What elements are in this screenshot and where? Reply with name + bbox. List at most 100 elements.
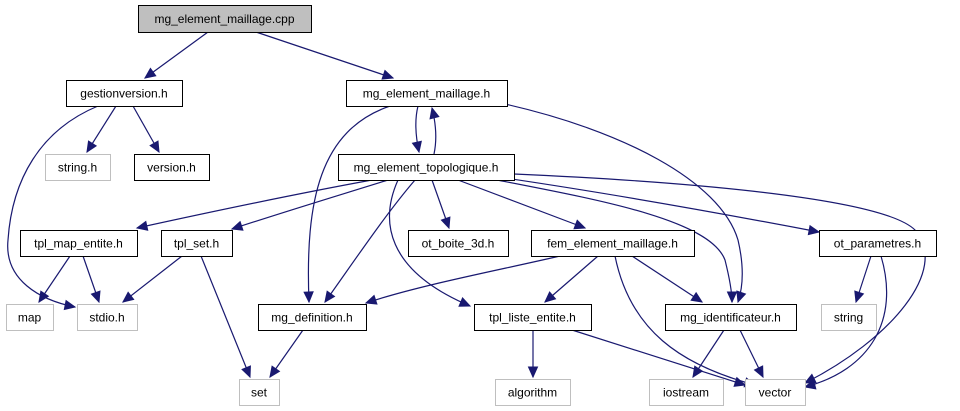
edge-ot-parametres-h-to-vector (803, 255, 888, 390)
node-mg-definition-h[interactable]: mg_definition.h (258, 304, 367, 331)
edge-mg-element-topologique-h-to-tpl-set-h (230, 179, 389, 231)
edge-mg-element-maillage-cpp-to-mg-element-maillage-h (255, 31, 395, 80)
node-mg-element-maillage-cpp[interactable]: mg_element_maillage.cpp (138, 5, 312, 33)
edge-mg-element-topologique-h-to-mg-definition-h (324, 179, 416, 303)
node-label: string (834, 311, 863, 325)
node-box (138, 5, 312, 33)
node-tpl-map-entite-h[interactable]: tpl_map_entite.h (20, 230, 138, 257)
node-label: tpl_map_entite.h (34, 237, 123, 251)
node-box (77, 304, 138, 331)
edge-line (504, 103, 743, 303)
arrowhead-icon (149, 140, 160, 154)
arrowhead-icon (527, 366, 539, 379)
edge-mg-element-topologique-h-to-fem-element-maillage-h (457, 179, 587, 230)
arrowhead-icon (364, 294, 378, 305)
node-box (134, 154, 210, 181)
edge-line (200, 255, 251, 378)
edge-mg-element-topologique-h-to-mg-identificateur-h (496, 179, 738, 304)
arrowhead-icon (411, 140, 422, 154)
node-box (819, 230, 937, 257)
edge-mg-element-maillage-h-to-mg-element-topologique-h (411, 105, 422, 154)
edge-line (513, 173, 926, 384)
edge-mg-definition-h-to-set (269, 329, 304, 378)
node-label: tpl_liste_entite.h (489, 311, 576, 325)
node-label: map (18, 311, 42, 325)
edge-tpl-liste-entite-h-to-vector (571, 329, 747, 387)
node-box (20, 230, 138, 257)
edge-mg-element-maillage-h-to-mg-identificateur-h (504, 103, 747, 304)
edge-mg-element-topologique-h-to-tpl-liste-entite-h (388, 179, 472, 307)
edge-gestionversion-h-to-stdio-h (7, 105, 99, 311)
node-box (649, 379, 724, 406)
edge-tpl-set-h-to-stdio-h (122, 255, 183, 303)
node-box (821, 304, 877, 331)
node-box (45, 154, 111, 181)
node-label: set (251, 386, 268, 400)
node-label: stdio.h (89, 311, 124, 325)
edge-line (144, 31, 209, 79)
edge-line (255, 31, 394, 79)
edge-tpl-map-entite-h-to-map (38, 255, 71, 304)
node-box (161, 230, 233, 257)
arrowhead-icon (122, 291, 135, 303)
arrowhead-icon (736, 290, 747, 304)
edge-line (231, 179, 389, 230)
edge-tpl-map-entite-h-to-stdio-h (82, 255, 101, 304)
edge-line (631, 255, 703, 303)
edge-mg-element-topologique-h-to-tpl-map-entite-h (135, 179, 373, 231)
node-box (745, 379, 806, 406)
node-label: mg_identificateur.h (680, 311, 781, 325)
arrowhead-icon (269, 365, 281, 378)
node-label: ot_boite_3d.h (422, 237, 495, 251)
edge-mg-element-maillage-cpp-to-gestionversion-h (144, 31, 209, 79)
edge-line (544, 255, 599, 303)
edge-line (457, 179, 586, 229)
node-box (531, 230, 695, 257)
node-box (495, 379, 571, 406)
node-mg-element-maillage-h[interactable]: mg_element_maillage.h (346, 80, 508, 107)
arrowhead-icon (429, 106, 440, 120)
node-version-h[interactable]: version.h (134, 154, 210, 181)
node-stdio-h: stdio.h (77, 304, 138, 331)
arrowhead-icon (324, 290, 336, 303)
node-box (474, 304, 592, 331)
node-mg-element-topologique-h[interactable]: mg_element_topologique.h (338, 154, 515, 181)
arrowhead-icon (38, 290, 50, 304)
node-mg-identificateur-h[interactable]: mg_identificateur.h (665, 304, 797, 331)
edge-line (388, 179, 471, 307)
node-iostream: iostream (649, 379, 724, 406)
arrowhead-icon (230, 220, 244, 231)
arrowhead-icon (241, 365, 251, 379)
edge-mg-identificateur-h-to-iostream (692, 329, 725, 379)
node-algorithm: algorithm (495, 379, 571, 406)
edge-fem-element-maillage-h-to-mg-definition-h (364, 255, 561, 305)
node-box (408, 230, 509, 257)
arrowhead-icon (458, 297, 472, 307)
node-label: mg_element_topologique.h (354, 161, 499, 175)
nodes-layer: mg_element_maillage.cpp gestionversion.h m… (6, 5, 937, 406)
arrowhead-icon (573, 219, 587, 230)
node-fem-element-maillage-h[interactable]: fem_element_maillage.h (531, 230, 695, 257)
node-label: mg_element_maillage.h (363, 87, 490, 101)
node-tpl-liste-entite-h[interactable]: tpl_liste_entite.h (474, 304, 592, 331)
node-label: mg_element_maillage.cpp (154, 12, 294, 26)
edge-line (496, 179, 733, 303)
node-box (6, 304, 54, 331)
arrowhead-icon (690, 291, 704, 303)
edge-line (365, 255, 561, 304)
node-label: fem_element_maillage.h (547, 237, 678, 251)
node-gestionversion-h[interactable]: gestionversion.h (66, 80, 183, 107)
arrowhead-icon (803, 379, 817, 390)
node-ot-boite-3d-h[interactable]: ot_boite_3d.h (408, 230, 509, 257)
node-box (338, 154, 515, 181)
node-label: version.h (147, 161, 196, 175)
node-label: ot_parametres.h (834, 237, 921, 251)
edge-ot-parametres-h-to-string (854, 255, 872, 304)
node-label: iostream (663, 386, 709, 400)
node-label: tpl_set.h (174, 237, 219, 251)
node-ot-parametres-h[interactable]: ot_parametres.h (819, 230, 937, 257)
node-tpl-set-h[interactable]: tpl_set.h (161, 230, 233, 257)
edge-mg-element-topologique-h-to-ot-boite-3d-h (431, 179, 451, 230)
node-map: map (6, 304, 54, 331)
edge-tpl-liste-entite-h-to-algorithm (527, 330, 539, 379)
